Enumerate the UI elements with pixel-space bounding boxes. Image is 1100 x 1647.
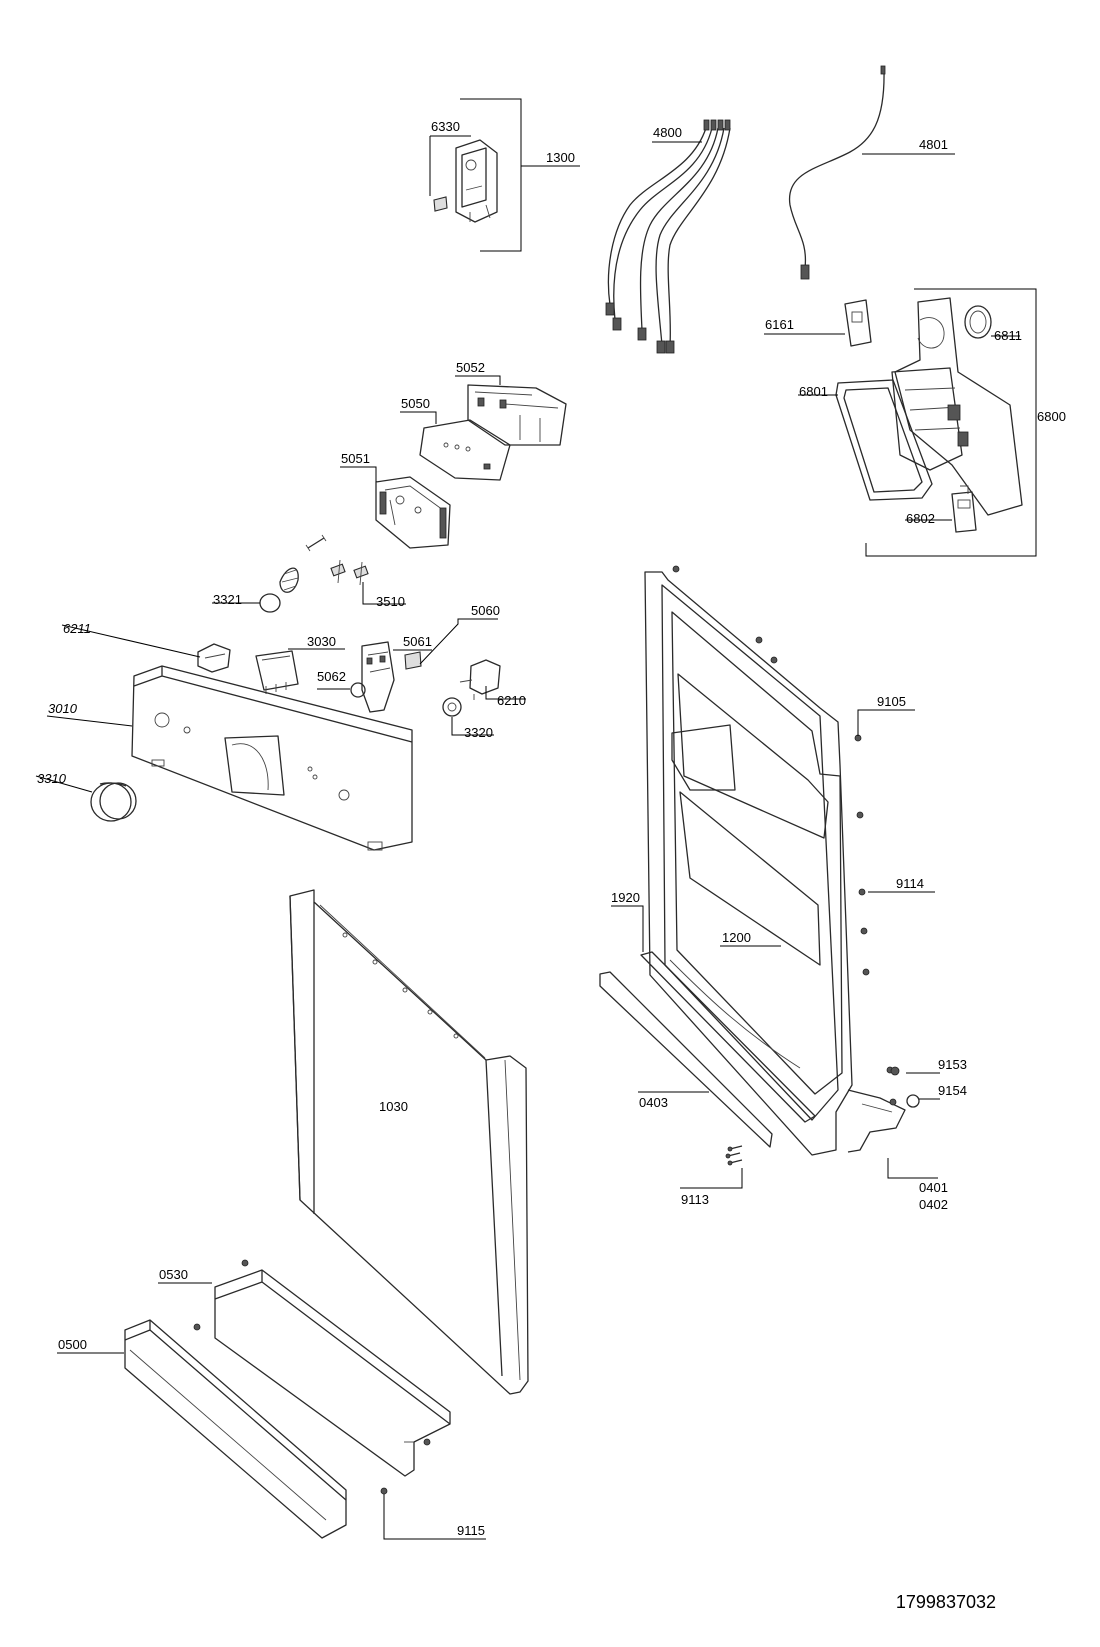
part-4801-sensor-wire bbox=[788, 65, 955, 280]
part-small-pin bbox=[305, 534, 327, 552]
callout-9154: 9154 bbox=[938, 1083, 967, 1098]
callout-6801: 6801 bbox=[799, 384, 828, 399]
part-3310-knob bbox=[35, 775, 137, 822]
part-5051-control-board bbox=[340, 466, 451, 549]
callout-0401: 0401 bbox=[919, 1180, 948, 1195]
callout-3030: 3030 bbox=[307, 634, 336, 649]
callout-5061: 5061 bbox=[403, 634, 432, 649]
callout-9153: 9153 bbox=[938, 1057, 967, 1072]
part-5052-cover bbox=[455, 375, 567, 446]
part-3030-display bbox=[255, 648, 345, 694]
callout-3310: 3310 bbox=[37, 771, 67, 786]
part-6801-gasket bbox=[798, 379, 933, 501]
callout-9105: 9105 bbox=[877, 694, 906, 709]
part-3320-knob bbox=[442, 697, 494, 736]
part-6800-dispenser-body bbox=[891, 297, 1023, 516]
part-5060-clip bbox=[404, 618, 498, 670]
callout-0403: 0403 bbox=[639, 1095, 668, 1110]
callout-9115: 9115 bbox=[457, 1523, 485, 1538]
part-6800-group bbox=[764, 288, 1037, 557]
callout-6802: 6802 bbox=[906, 511, 935, 526]
callout-4800: 4800 bbox=[653, 125, 682, 140]
callout-6161: 6161 bbox=[765, 317, 794, 332]
callout-4801: 4801 bbox=[919, 137, 948, 152]
part-5061-module bbox=[361, 641, 432, 713]
part-3010-control-panel bbox=[46, 665, 413, 851]
part-5062-valve bbox=[317, 682, 366, 698]
callout-5050: 5050 bbox=[401, 396, 430, 411]
callout-5052: 5052 bbox=[456, 360, 485, 375]
part-6211-switch bbox=[61, 624, 231, 673]
callout-6330: 6330 bbox=[431, 119, 460, 134]
callout-5062: 5062 bbox=[317, 669, 346, 684]
callout-6210: 6210 bbox=[497, 693, 526, 708]
part-5050-board bbox=[400, 411, 511, 481]
callout-1200: 1200 bbox=[722, 930, 751, 945]
document-number: 1799837032 bbox=[895, 1592, 996, 1612]
callout-3321: 3321 bbox=[213, 592, 242, 607]
part-4800-wire-harness bbox=[605, 119, 731, 354]
callout-0500: 0500 bbox=[58, 1337, 87, 1352]
part-0500-kickplate bbox=[57, 1319, 347, 1539]
part-3510-contacts bbox=[330, 559, 406, 605]
callout-9113: 9113 bbox=[681, 1192, 709, 1207]
callout-9114: 9114 bbox=[896, 876, 924, 891]
part-1920-strip bbox=[611, 905, 816, 1123]
part-6802-actuator bbox=[905, 485, 977, 533]
callout-5051: 5051 bbox=[341, 451, 370, 466]
callout-1300: 1300 bbox=[546, 150, 575, 165]
part-9154-washer bbox=[906, 1094, 940, 1108]
callout-6811: 6811 bbox=[994, 328, 1022, 343]
part-0530-bracket bbox=[158, 1259, 451, 1477]
part-3321-knob-spring bbox=[212, 567, 299, 613]
callout-6800: 6800 bbox=[1037, 409, 1066, 424]
part-1030-door-panel bbox=[289, 889, 529, 1395]
part-6811-seal bbox=[964, 305, 1020, 339]
callout-1030: 1030 bbox=[379, 1099, 408, 1114]
part-6210-switch bbox=[459, 659, 526, 700]
part-1200-inner-door bbox=[644, 571, 906, 1156]
callout-5060: 5060 bbox=[471, 603, 500, 618]
callout-3010: 3010 bbox=[48, 701, 78, 716]
part-6330-clip bbox=[433, 196, 448, 212]
callout-6211: 6211 bbox=[63, 621, 91, 636]
part-1300-group bbox=[429, 98, 580, 252]
callout-1920: 1920 bbox=[611, 890, 640, 905]
callout-0402: 0402 bbox=[919, 1197, 948, 1212]
callout-3510: 3510 bbox=[376, 594, 405, 609]
part-0403-rail bbox=[599, 971, 773, 1148]
part-0401-hinge bbox=[887, 1158, 938, 1179]
callout-3320: 3320 bbox=[464, 725, 493, 740]
callout-0530: 0530 bbox=[159, 1267, 188, 1282]
part-9153-screw bbox=[890, 1066, 940, 1076]
callout-labels: 6330 1300 4800 4801 6161 6811 6801 6800 … bbox=[37, 119, 1066, 1538]
part-9113-screws bbox=[680, 1145, 743, 1189]
part-1300-bracket bbox=[455, 139, 498, 223]
part-6161-bracket bbox=[764, 299, 872, 347]
part-9115-screw bbox=[380, 1487, 486, 1540]
